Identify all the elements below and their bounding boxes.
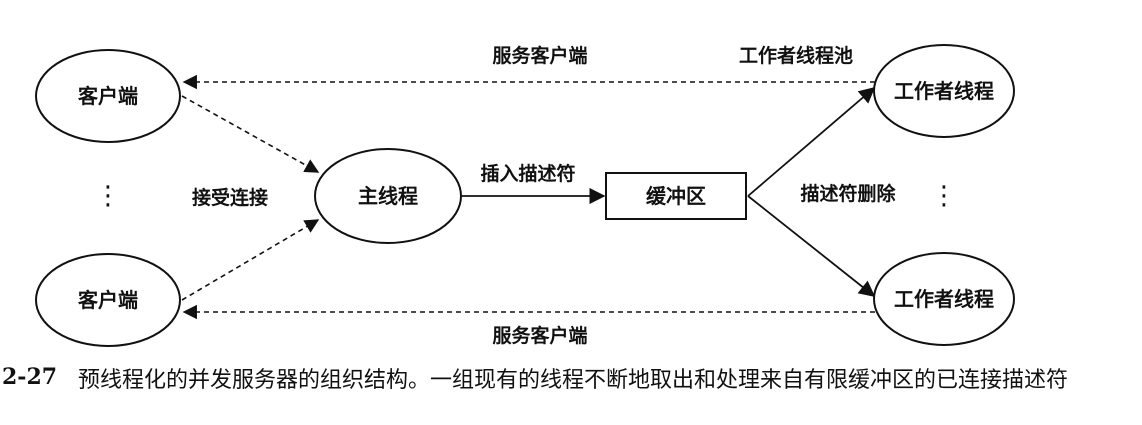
worker-node-bottom-label: 工作者线程 (894, 287, 994, 311)
serve-client-top-label: 服务客户端 (492, 44, 587, 67)
remove-descriptor-label: 描述符删除 (800, 182, 896, 205)
accept-edge-bottom (181, 219, 320, 301)
clients-ellipsis: ⋮ (95, 181, 121, 211)
remove-descriptor-edge-top (747, 86, 876, 197)
figure-caption-text: 预线程化的并发服务器的组织结构。一组现有的线程不断地取出和处理来自有限缓冲区的已… (78, 368, 1069, 393)
prethreaded-server-diagram: 客户端 客户端 主线程 缓冲区 工作者线程 工作者线程 ⋮ ⋮ 服务客户端 工作… (35, 44, 1015, 347)
accept-connection-label: 接受连接 (192, 186, 268, 209)
client-node-top (35, 49, 181, 143)
accept-edge-top (181, 95, 320, 173)
client-node-bottom (35, 253, 181, 347)
main-thread-node-label: 主线程 (358, 184, 418, 208)
buffer-node-label: 缓冲区 (646, 184, 706, 208)
client-node-bottom-label: 客户端 (77, 288, 138, 312)
figure-caption: 2-27 预线程化的并发服务器的组织结构。一组现有的线程不断地取出和处理来自有限… (0, 358, 1142, 425)
worker-node-top (873, 44, 1015, 138)
insert-descriptor-label: 插入描述符 (480, 162, 575, 185)
figure-number: 2-27 (2, 364, 58, 390)
worker-node-bottom (873, 252, 1015, 346)
workers-ellipsis: ⋮ (931, 181, 957, 211)
main-thread-node (314, 148, 462, 244)
worker-pool-label: 工作者线程池 (739, 44, 853, 67)
remove-descriptor-edge-bottom (747, 195, 876, 298)
worker-node-top-label: 工作者线程 (894, 79, 994, 103)
serve-client-bottom-label: 服务客户端 (492, 324, 587, 347)
client-node-top-label: 客户端 (77, 84, 138, 108)
buffer-node (605, 172, 747, 220)
